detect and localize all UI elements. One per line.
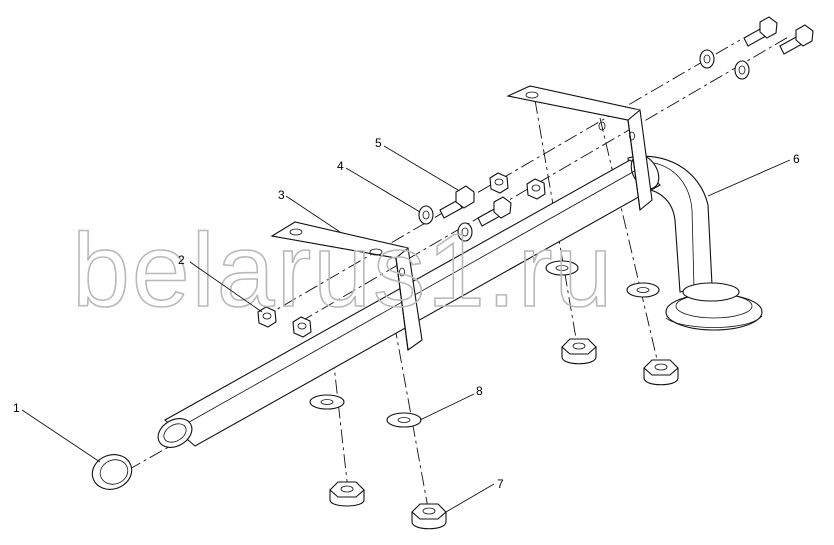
part-2-hex-nut (257, 306, 277, 328)
hex-nuts-bottom (329, 338, 679, 530)
callout-7: 7 (497, 477, 504, 491)
part-6-bent-pipe-flange (627, 155, 763, 331)
bracket-rear (506, 85, 653, 212)
washer (699, 49, 715, 69)
hex-nut (561, 338, 597, 365)
part-5-bolt (439, 185, 475, 219)
callout-3: 3 (278, 188, 285, 202)
washer (309, 394, 345, 410)
callout-1: 1 (13, 401, 20, 415)
part-7-hex-nut (411, 503, 447, 530)
bolts (439, 16, 814, 227)
hex-nut (526, 178, 546, 200)
bolt (779, 24, 814, 55)
washers-top (418, 49, 750, 242)
part-4-washer (418, 205, 434, 225)
hex-nut (292, 316, 312, 338)
watermark-text: belarus1.ru (72, 213, 614, 329)
callout-labels: 1 2 3 4 5 6 7 8 (13, 136, 800, 491)
bolt (743, 16, 778, 47)
part-3-bracket-front (270, 221, 423, 351)
part-1-ring (91, 454, 133, 490)
washer (734, 60, 750, 80)
washer (457, 222, 473, 242)
hex-nut (643, 359, 679, 386)
bolt (477, 196, 512, 227)
washers-bottom (309, 260, 660, 428)
callout-2: 2 (178, 253, 185, 267)
hex-nuts-top (257, 172, 546, 338)
callout-6: 6 (793, 152, 800, 166)
part-8-washer (386, 412, 422, 428)
hex-nut (329, 481, 365, 507)
hex-nut (489, 172, 509, 194)
washer (545, 260, 579, 276)
callout-4: 4 (337, 159, 344, 173)
leader-lines (21, 145, 791, 513)
callout-8: 8 (476, 384, 483, 398)
washer (626, 282, 660, 298)
callout-5: 5 (375, 136, 382, 150)
